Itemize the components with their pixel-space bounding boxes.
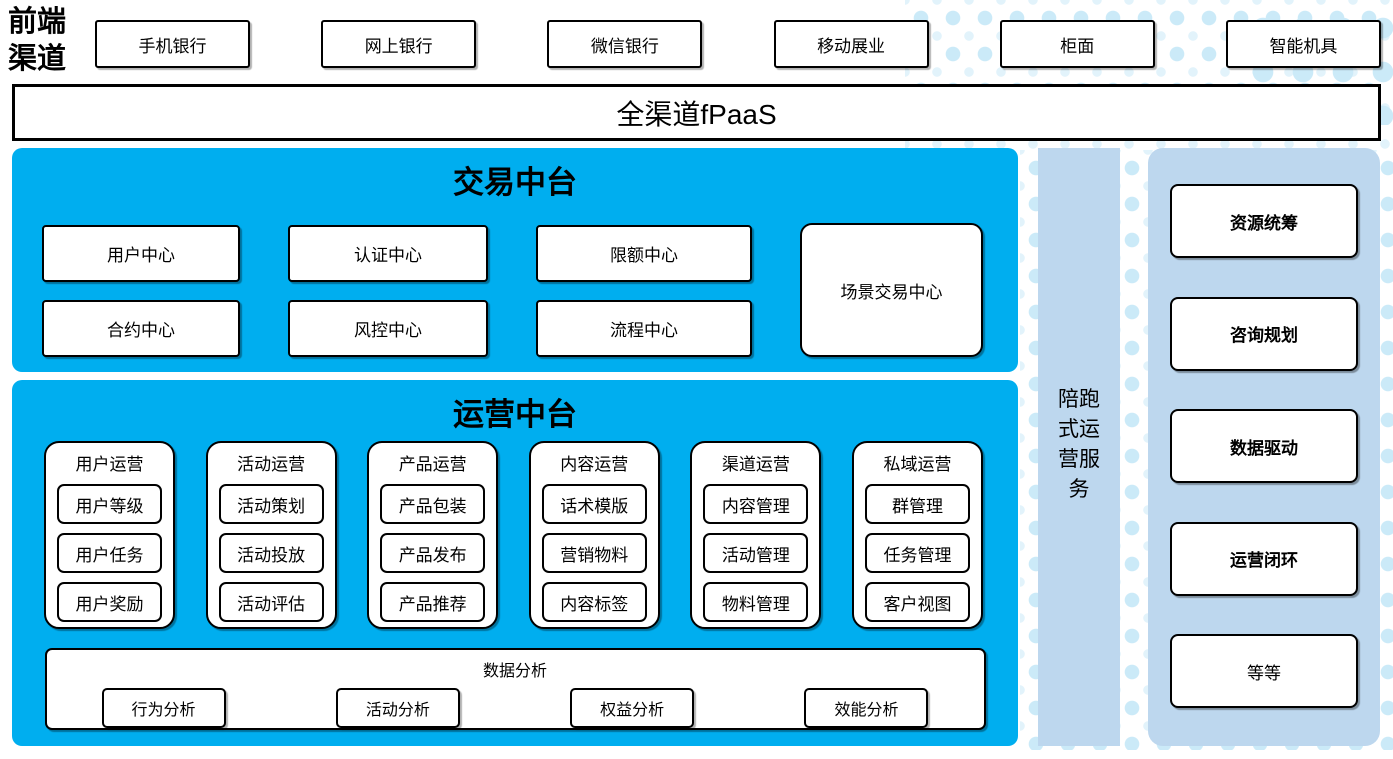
data-analysis-title: 数据分析 bbox=[482, 663, 547, 680]
trade-platform-panel: 交易中台 用户中心 合约中心 认证中心 风控中心 限额中心 流程中心 场景交易中… bbox=[12, 148, 1018, 372]
ops-platform-title: 运营中台 bbox=[453, 397, 577, 432]
ops-item: 内容标签 bbox=[541, 582, 647, 622]
ops-item: 产品发布 bbox=[380, 533, 486, 573]
trade-col-1: 用户中心 合约中心 bbox=[42, 225, 240, 357]
efficiency-analysis-box: 效能分析 bbox=[804, 688, 929, 728]
service-capability-panel: 资源统筹 咨询规划 数据驱动 运营闭环 等等 bbox=[1148, 148, 1380, 746]
ops-item: 用户奖励 bbox=[57, 582, 162, 622]
ops-item: 活动策划 bbox=[218, 484, 324, 524]
trade-centers-grid: 用户中心 合约中心 认证中心 风控中心 限额中心 流程中心 场景交易中心 bbox=[12, 223, 1018, 357]
channel-mobile-marketing: 移动展业 bbox=[773, 20, 929, 68]
ops-item: 群管理 bbox=[864, 484, 970, 524]
data-analysis-row: 行为分析 活动分析 权益分析 效能分析 bbox=[47, 688, 984, 728]
ops-item: 内容管理 bbox=[703, 484, 809, 524]
ops-platform-panel: 运营中台 用户运营 用户等级 用户任务 用户奖励 活动运营 活动策划 活动投放 … bbox=[12, 380, 1018, 746]
risk-center-box: 风控中心 bbox=[288, 300, 488, 357]
ops-col-content: 内容运营 话术模版 营销物料 内容标签 bbox=[528, 441, 660, 629]
front-channels-label-line1: 前端 bbox=[8, 6, 67, 38]
ops-item: 活动投放 bbox=[218, 533, 324, 573]
behavior-analysis-box: 行为分析 bbox=[101, 688, 226, 728]
front-channels-label: 前端 渠道 bbox=[8, 4, 92, 78]
auth-center-box: 认证中心 bbox=[288, 225, 488, 282]
ops-col-user: 用户运营 用户等级 用户任务 用户奖励 bbox=[44, 441, 175, 629]
channels-row: 手机银行 网上银行 微信银行 移动展业 柜面 智能机具 bbox=[95, 20, 1381, 68]
ops-col-title: 用户运营 bbox=[75, 455, 144, 474]
consulting-planning-box: 咨询规划 bbox=[1170, 296, 1358, 371]
trade-platform-title: 交易中台 bbox=[453, 165, 577, 200]
user-center-box: 用户中心 bbox=[42, 225, 240, 282]
operation-loop-box: 运营闭环 bbox=[1170, 521, 1358, 596]
ops-item: 话术模版 bbox=[541, 484, 647, 524]
channel-wechat-banking: 微信银行 bbox=[547, 20, 703, 68]
contract-center-box: 合约中心 bbox=[42, 300, 240, 357]
ops-col-channel: 渠道运营 内容管理 活动管理 物料管理 bbox=[690, 441, 822, 629]
accompanying-service-bar: 陪跑式运营服务 bbox=[1038, 148, 1120, 746]
ops-col-private: 私域运营 群管理 任务管理 客户视图 bbox=[851, 441, 983, 629]
channel-smart-devices: 智能机具 bbox=[1225, 20, 1381, 68]
ops-item: 客户视图 bbox=[864, 582, 970, 622]
ops-item: 活动评估 bbox=[218, 582, 324, 622]
ops-col-title: 产品运营 bbox=[398, 455, 467, 474]
front-channels-label-line2: 渠道 bbox=[8, 43, 67, 75]
ops-columns: 用户运营 用户等级 用户任务 用户奖励 活动运营 活动策划 活动投放 活动评估 … bbox=[12, 441, 1018, 629]
limit-center-box: 限额中心 bbox=[536, 225, 752, 282]
ops-col-title: 私域运营 bbox=[883, 455, 952, 474]
ops-col-activity: 活动运营 活动策划 活动投放 活动评估 bbox=[205, 441, 337, 629]
ops-item: 营销物料 bbox=[541, 533, 647, 573]
etc-box: 等等 bbox=[1170, 634, 1358, 708]
data-driven-box: 数据驱动 bbox=[1170, 409, 1358, 483]
process-center-box: 流程中心 bbox=[536, 300, 752, 357]
channel-online-banking: 网上银行 bbox=[321, 20, 477, 68]
ops-col-title: 活动运营 bbox=[237, 455, 306, 474]
ops-col-product: 产品运营 产品包装 产品发布 产品推荐 bbox=[367, 441, 499, 629]
ops-item: 物料管理 bbox=[703, 582, 809, 622]
resource-coordination-box: 资源统筹 bbox=[1170, 184, 1358, 258]
trade-col-2: 认证中心 风控中心 bbox=[288, 225, 488, 357]
trade-col-3: 限额中心 流程中心 bbox=[536, 225, 752, 357]
channel-counter: 柜面 bbox=[999, 20, 1155, 68]
ops-item: 产品推荐 bbox=[380, 582, 486, 622]
ops-item: 用户任务 bbox=[57, 533, 162, 573]
ops-item: 产品包装 bbox=[380, 484, 486, 524]
fpaas-bar: 全渠道fPaaS bbox=[12, 84, 1381, 141]
accompanying-service-label: 陪跑式运营服务 bbox=[1058, 388, 1100, 501]
channel-mobile-banking: 手机银行 bbox=[95, 20, 250, 68]
activity-analysis-box: 活动分析 bbox=[335, 688, 460, 728]
rights-analysis-box: 权益分析 bbox=[570, 688, 695, 728]
ops-item: 活动管理 bbox=[703, 533, 809, 573]
ops-col-title: 渠道运营 bbox=[721, 455, 790, 474]
ops-item: 用户等级 bbox=[57, 484, 162, 524]
data-analysis-strip: 数据分析 行为分析 活动分析 权益分析 效能分析 bbox=[44, 648, 986, 730]
ops-item: 任务管理 bbox=[864, 533, 970, 573]
ops-col-title: 内容运营 bbox=[560, 455, 629, 474]
scenario-trade-center-box: 场景交易中心 bbox=[800, 223, 983, 357]
